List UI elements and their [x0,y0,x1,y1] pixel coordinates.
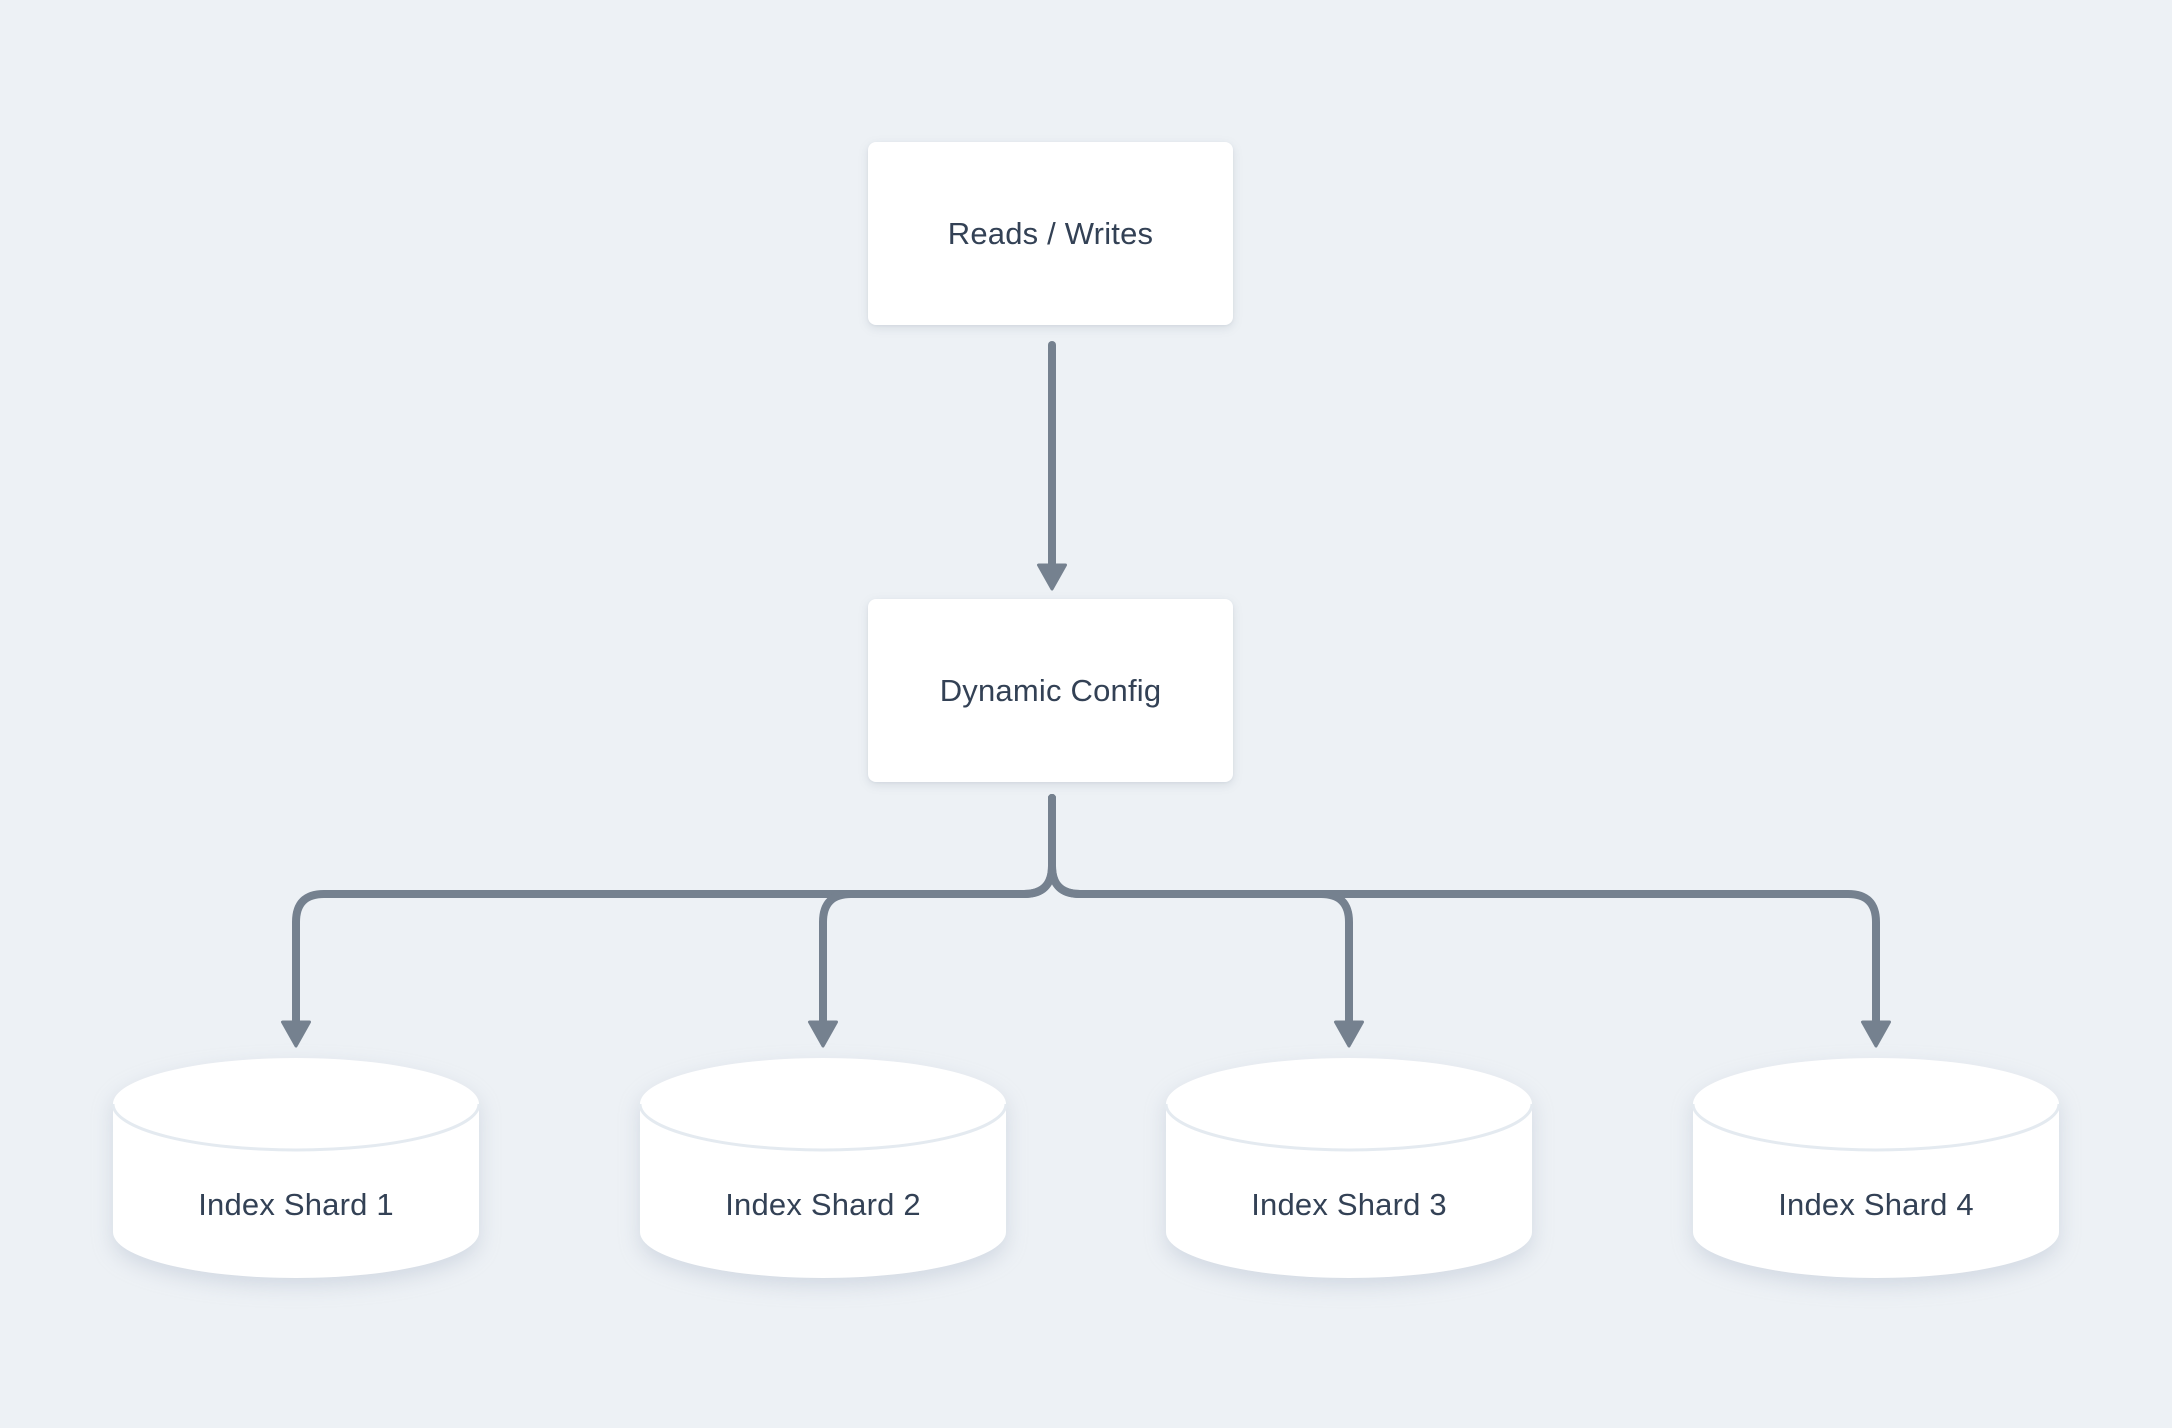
arrow-down-icon [1861,1020,1891,1048]
node-label: Dynamic Config [939,672,1162,708]
arrow-down-icon [1037,563,1067,591]
node-reads-writes: Reads / Writes [868,142,1233,325]
connector-dynamic-config-to-index-shard-4 [1048,794,1891,1048]
connector-dynamic-config-to-index-shard-1 [281,794,1056,1048]
connector-dynamic-config-to-index-shard-2 [808,794,1056,1048]
arrow-down-icon [1334,1020,1364,1048]
node-index-shard-2: Index Shard 2 [638,1058,1008,1280]
node-label: Index Shard 1 [198,1187,394,1222]
node-index-shard-4: Index Shard 4 [1691,1058,2061,1280]
connector-dynamic-config-to-index-shard-3 [1048,794,1364,1048]
node-dynamic-config: Dynamic Config [868,599,1233,782]
node-label: Index Shard 3 [1251,1187,1447,1222]
database-cylinder-icon [1691,1058,2061,1278]
node-label: Index Shard 2 [725,1187,921,1222]
arrow-down-icon [808,1020,838,1048]
node-label: Reads / Writes [947,215,1154,251]
connector-line [819,794,1056,1026]
database-cylinder-icon [1164,1058,1534,1278]
node-label: Index Shard 4 [1778,1187,1974,1222]
connector-line [1048,794,1353,1026]
connector-reads-writes-to-dynamic-config [1037,341,1067,591]
arrow-down-icon [281,1020,311,1048]
database-cylinder-icon [638,1058,1008,1278]
connector-line [1048,794,1880,1026]
node-index-shard-1: Index Shard 1 [111,1058,481,1280]
connector-line [292,794,1056,1026]
node-index-shard-3: Index Shard 3 [1164,1058,1534,1280]
database-cylinder-icon [111,1058,481,1278]
